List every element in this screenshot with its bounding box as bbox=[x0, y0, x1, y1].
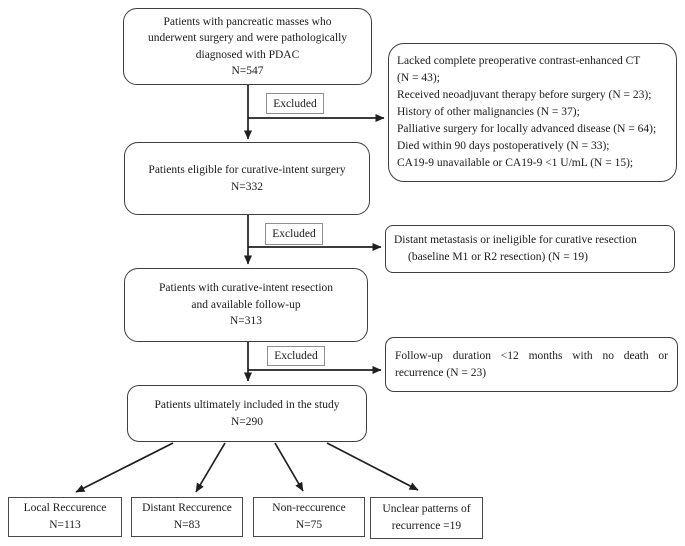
exclusion-criteria-box-3: Follow-up duration <12 months with no de… bbox=[385, 337, 678, 392]
exclusion-box-2-line-1: Distant metastasis or ineligible for cur… bbox=[394, 234, 637, 246]
exclusion-box-3-line-1: Follow-up duration <12 months with no de… bbox=[395, 349, 668, 362]
flow-box-curative-resection-followup: Patients with curative-intent resection … bbox=[124, 268, 368, 342]
exclusion-box-3-line-2: recurrence (N = 23) bbox=[395, 366, 487, 379]
outcome-box-unclear-patterns: Unclear patterns of recurrence =19 bbox=[370, 497, 483, 539]
flow-box-included-in-study: Patients ultimately included in the stud… bbox=[127, 385, 367, 442]
excluded-label-2: Excluded bbox=[265, 223, 323, 245]
arrow-to-unclear-patterns bbox=[326, 442, 419, 491]
exclusion-criteria-box-2: Distant metastasis or ineligible for cur… bbox=[385, 225, 675, 273]
flow-box-pdac-surgery: Patients with pancreatic masses who unde… bbox=[123, 8, 372, 85]
arrow-to-distant-recurrence bbox=[195, 442, 226, 493]
exclusion-criteria-box-1: Lacked complete preoperative contrast-en… bbox=[388, 43, 677, 182]
outcome-box-distant-recurrence: Distant Reccurence N=83 bbox=[131, 497, 243, 537]
outcome-box-non-recurrence: Non-reccurence N=75 bbox=[253, 497, 365, 537]
exclusion-box-2-line-2: (baseline M1 or R2 resection) (N = 19) bbox=[408, 251, 588, 263]
arrow-to-non-recurrence bbox=[274, 442, 304, 492]
arrow-to-local-recurrence bbox=[75, 442, 174, 493]
flow-box-eligible-curative-intent: Patients eligible for curative-intent su… bbox=[124, 142, 370, 215]
excluded-label-1: Excluded bbox=[266, 93, 324, 114]
outcome-box-local-recurrence: Local Reccurence N=113 bbox=[8, 497, 122, 537]
excluded-label-3: Excluded bbox=[267, 346, 325, 366]
